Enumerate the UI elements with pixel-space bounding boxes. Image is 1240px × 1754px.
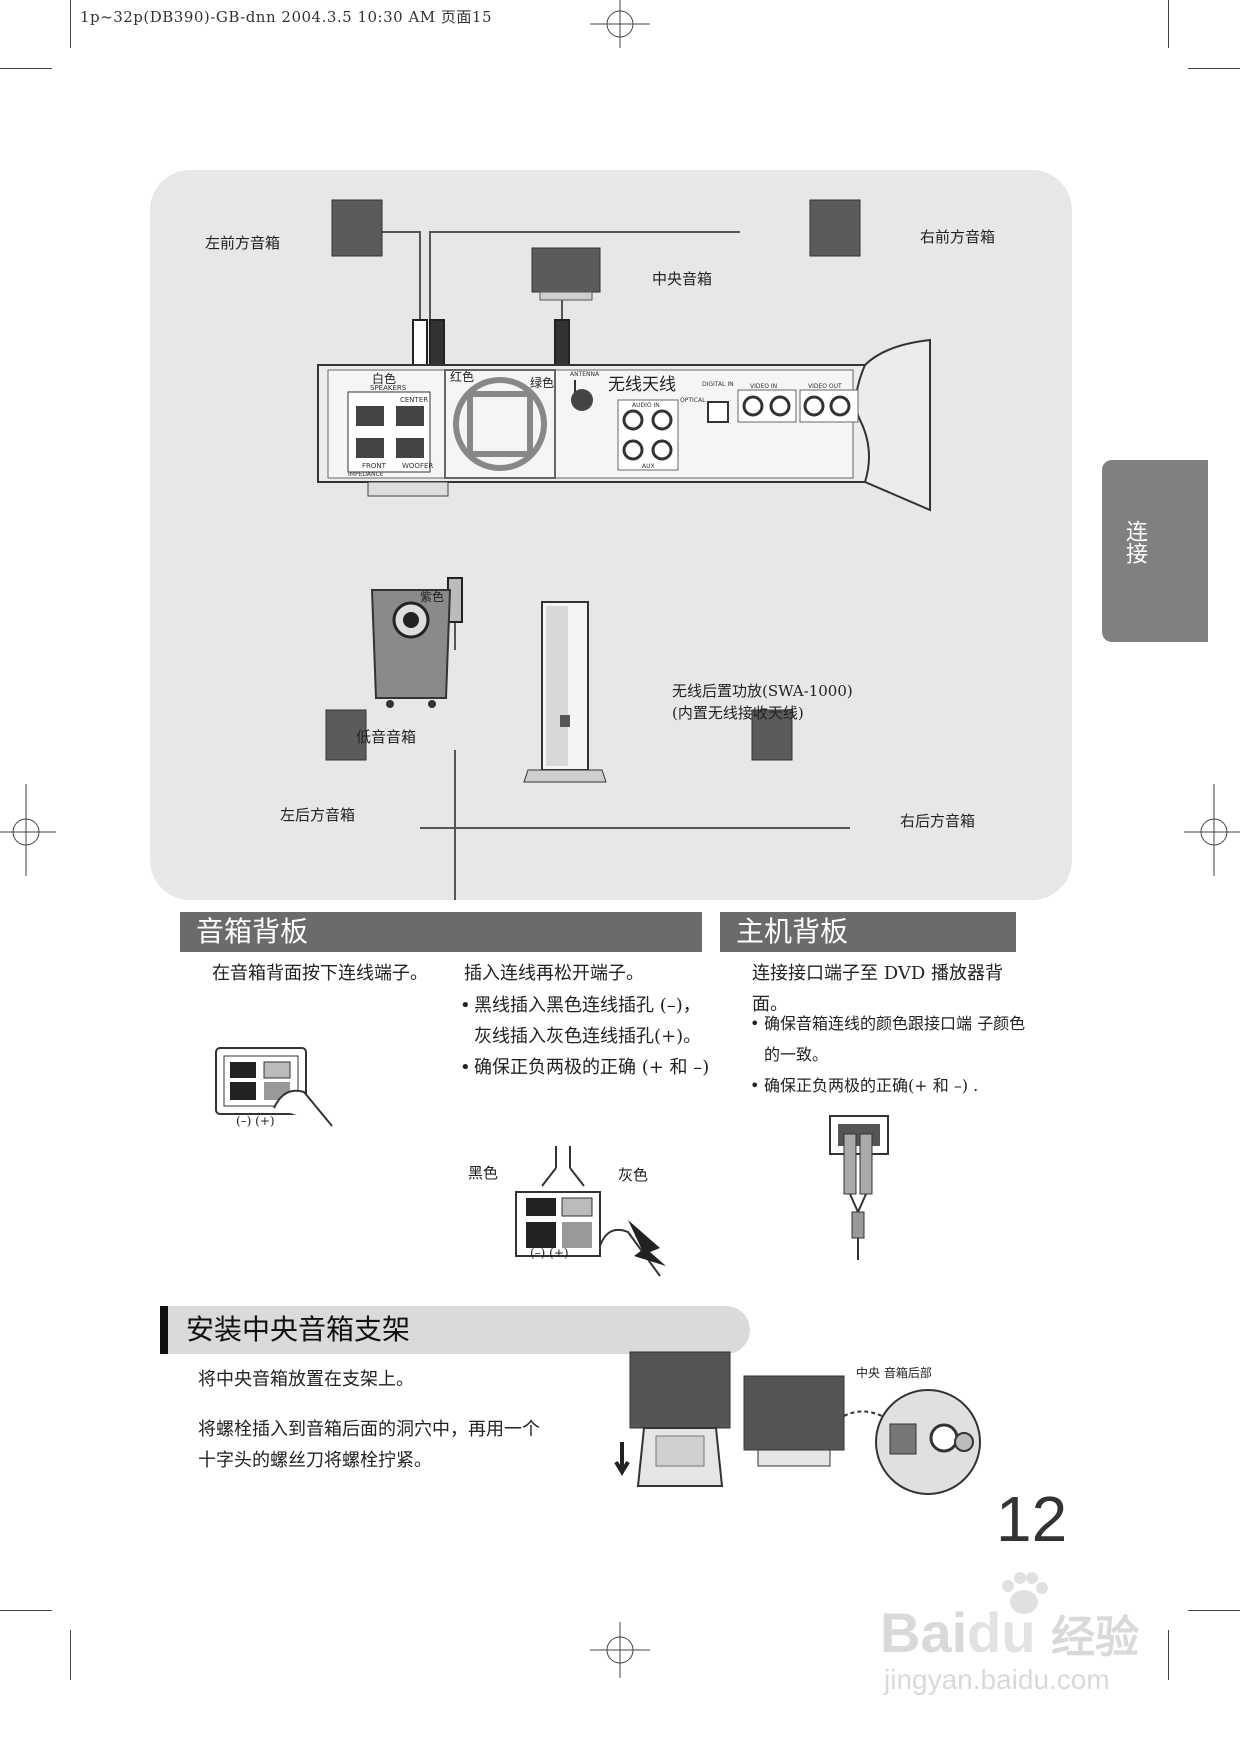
label-wireless-amp: 无线后置功放(SWA-1000): [672, 682, 853, 700]
front-right-speaker: [809, 199, 861, 257]
crop-mark: [70, 1630, 71, 1680]
crop-mark: [1168, 0, 1169, 48]
center-speaker: [531, 247, 601, 293]
label-red: 红色: [450, 370, 475, 384]
label-white: 白色: [372, 372, 397, 386]
panel-label-digital-in: DIGITAL IN: [702, 381, 734, 388]
print-header: 1p~32p(DB390)-GB-dnn 2004.3.5 10:30 AM 页…: [80, 8, 493, 26]
crop-mark: [0, 1610, 52, 1611]
watermark-logo: Baidu 经验: [880, 1601, 1140, 1664]
label-black: 黑色: [468, 1164, 499, 1182]
main-unit-rear-panel: SPEAKERS CENTER FRONT WOOFER IMPEDANCE A…: [317, 338, 931, 512]
panel-label-front: FRONT: [362, 462, 387, 470]
label-wireless-antenna: 无线天线: [608, 375, 676, 395]
label-center-rear: 中央 音箱后部: [856, 1366, 932, 1380]
stand-step-2-line: 十字头的螺丝刀将螺栓拧紧。: [198, 1450, 432, 1471]
label-subwoofer: 低音音箱: [356, 728, 417, 746]
panel-label-speakers: SPEAKERS: [370, 384, 407, 392]
label-front-left: 左前方音箱: [205, 234, 281, 252]
speaker-step-2: 插入连线再松开端子。: [464, 963, 644, 984]
paw-icon: [1002, 1572, 1048, 1614]
terminal-insert-illustration: [515, 1146, 666, 1277]
registration-mark: [590, 0, 650, 48]
label-rear-right: 右后方音箱: [900, 812, 976, 830]
section-title-speaker-back: 音箱背板: [180, 912, 702, 952]
stand-step-2-line: 将螺栓插入到音箱后面的洞穴中，再用一个: [198, 1419, 540, 1440]
subwoofer: [370, 589, 452, 708]
wireless-rear-amplifier: [523, 601, 607, 783]
panel-label-video-in: VIDEO IN: [750, 383, 777, 390]
label-purple: 紫色: [420, 590, 445, 604]
label-wireless-amp-note: (内置无线接收天线): [672, 704, 804, 722]
panel-label-impedance: IMPEDANCE: [348, 471, 384, 478]
crop-mark: [1188, 68, 1240, 69]
crop-mark: [70, 0, 71, 48]
main-bullet: 确保音箱连线的颜色跟接口端 子颜色: [750, 1008, 1070, 1039]
panel-label-antenna: ANTENNA: [570, 371, 600, 378]
speaker-bullet-continued: 灰线插入灰色连线插孔(+)。: [474, 1026, 702, 1047]
panel-label-optical: OPTICAL: [680, 397, 706, 404]
main-intro-line: 连接接口端子至 DVD 播放器背: [752, 963, 1003, 984]
speaker-bullet: 黑线插入黑色连线插孔 (–)，: [460, 990, 730, 1021]
crop-mark: [0, 68, 52, 69]
label-rear-left: 左后方音箱: [280, 806, 356, 824]
watermark-url: jingyan.baidu.com: [884, 1664, 1110, 1695]
rear-right-speaker: [751, 709, 793, 761]
page-number: 12: [996, 1483, 1068, 1555]
front-left-speaker: [331, 199, 383, 257]
panel-label-aux: AUX: [642, 463, 655, 470]
main-bullet-continued: 的一致。: [764, 1045, 829, 1064]
polarity-label-2: (–) (+): [530, 1246, 569, 1260]
stand-step-2: 将螺栓插入到音箱后面的洞穴中，再用一个 十字头的螺丝刀将螺栓拧紧。: [198, 1414, 598, 1476]
panel-label-center: CENTER: [400, 396, 428, 404]
terminal-press-illustration: [215, 1047, 333, 1127]
crop-mark: [1188, 1610, 1240, 1611]
main-bullets: 确保音箱连线的颜色跟接口端 子颜色 的一致。 确保正负两极的正确(+ 和 –) …: [750, 1008, 1070, 1101]
speaker-bullet: 确保正负两极的正确 (+ 和 –): [460, 1052, 730, 1083]
registration-mark: [590, 1622, 650, 1678]
label-center: 中央音箱: [652, 270, 713, 288]
label-gray: 灰色: [618, 1166, 649, 1184]
main-bullet: 确保正负两极的正确(+ 和 –) .: [750, 1070, 1070, 1101]
side-tab-label: 连接: [1122, 520, 1147, 564]
stand-step-1: 将中央音箱放置在支架上。: [198, 1369, 414, 1390]
crop-mark: [1168, 1630, 1169, 1680]
plug-connection-illustration: [829, 1115, 889, 1260]
speaker-bullets: 黑线插入黑色连线插孔 (–)， 灰线插入灰色连线插孔(+)。 确保正负两极的正确…: [460, 990, 730, 1083]
section-title-center-stand: 安装中央音箱支架: [160, 1306, 750, 1354]
panel-label-woofer: WOOFER: [402, 462, 433, 470]
panel-label-audio-in: AUDIO IN: [632, 402, 660, 409]
label-green: 绿色: [530, 376, 555, 390]
connection-diagram: SPEAKERS CENTER FRONT WOOFER IMPEDANCE A…: [317, 199, 931, 900]
label-front-right: 右前方音箱: [920, 228, 996, 246]
polarity-label: (–) (+): [236, 1114, 275, 1128]
stand-mount-illustration: [614, 1351, 981, 1495]
section-title-main-back: 主机背板: [720, 912, 1016, 952]
speaker-step-1: 在音箱背面按下连线端子。: [212, 963, 428, 984]
registration-mark: [1184, 784, 1240, 876]
side-tab: [1102, 460, 1208, 642]
rear-left-speaker: [325, 709, 367, 761]
panel-label-video-out: VIDEO OUT: [808, 383, 842, 390]
registration-mark: [0, 784, 56, 876]
connection-diagram-panel: [150, 170, 1072, 900]
